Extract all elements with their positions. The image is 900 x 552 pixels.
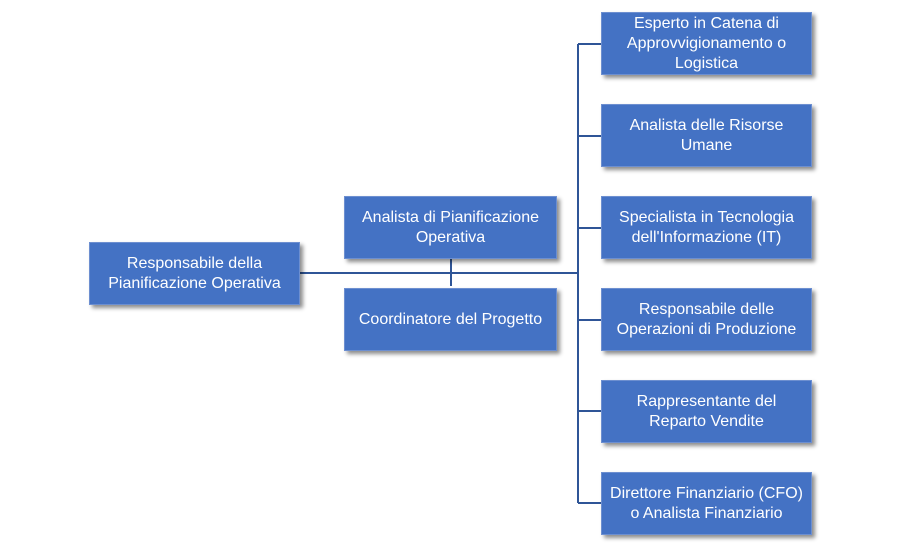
node-analista-risorse-umane: Analista delle Risorse Umane [601,104,812,167]
node-specialista-it: Specialista in Tecnologia dell'Informazi… [601,196,812,259]
node-esperto-logistica: Esperto in Catena di Approvvigionamento … [601,12,812,75]
node-coordinatore-progetto: Coordinatore del Progetto [344,288,557,351]
node-rappresentante-vendite: Rappresentante del Reparto Vendite [601,380,812,443]
node-direttore-finanziario: Direttore Finanziario (CFO) o Analista F… [601,472,812,535]
node-responsabile-produzione: Responsabile delle Operazioni di Produzi… [601,288,812,351]
node-root: Responsabile della Pianificazione Operat… [89,242,300,305]
node-analista-pianificazione: Analista di Pianificazione Operativa [344,196,557,259]
